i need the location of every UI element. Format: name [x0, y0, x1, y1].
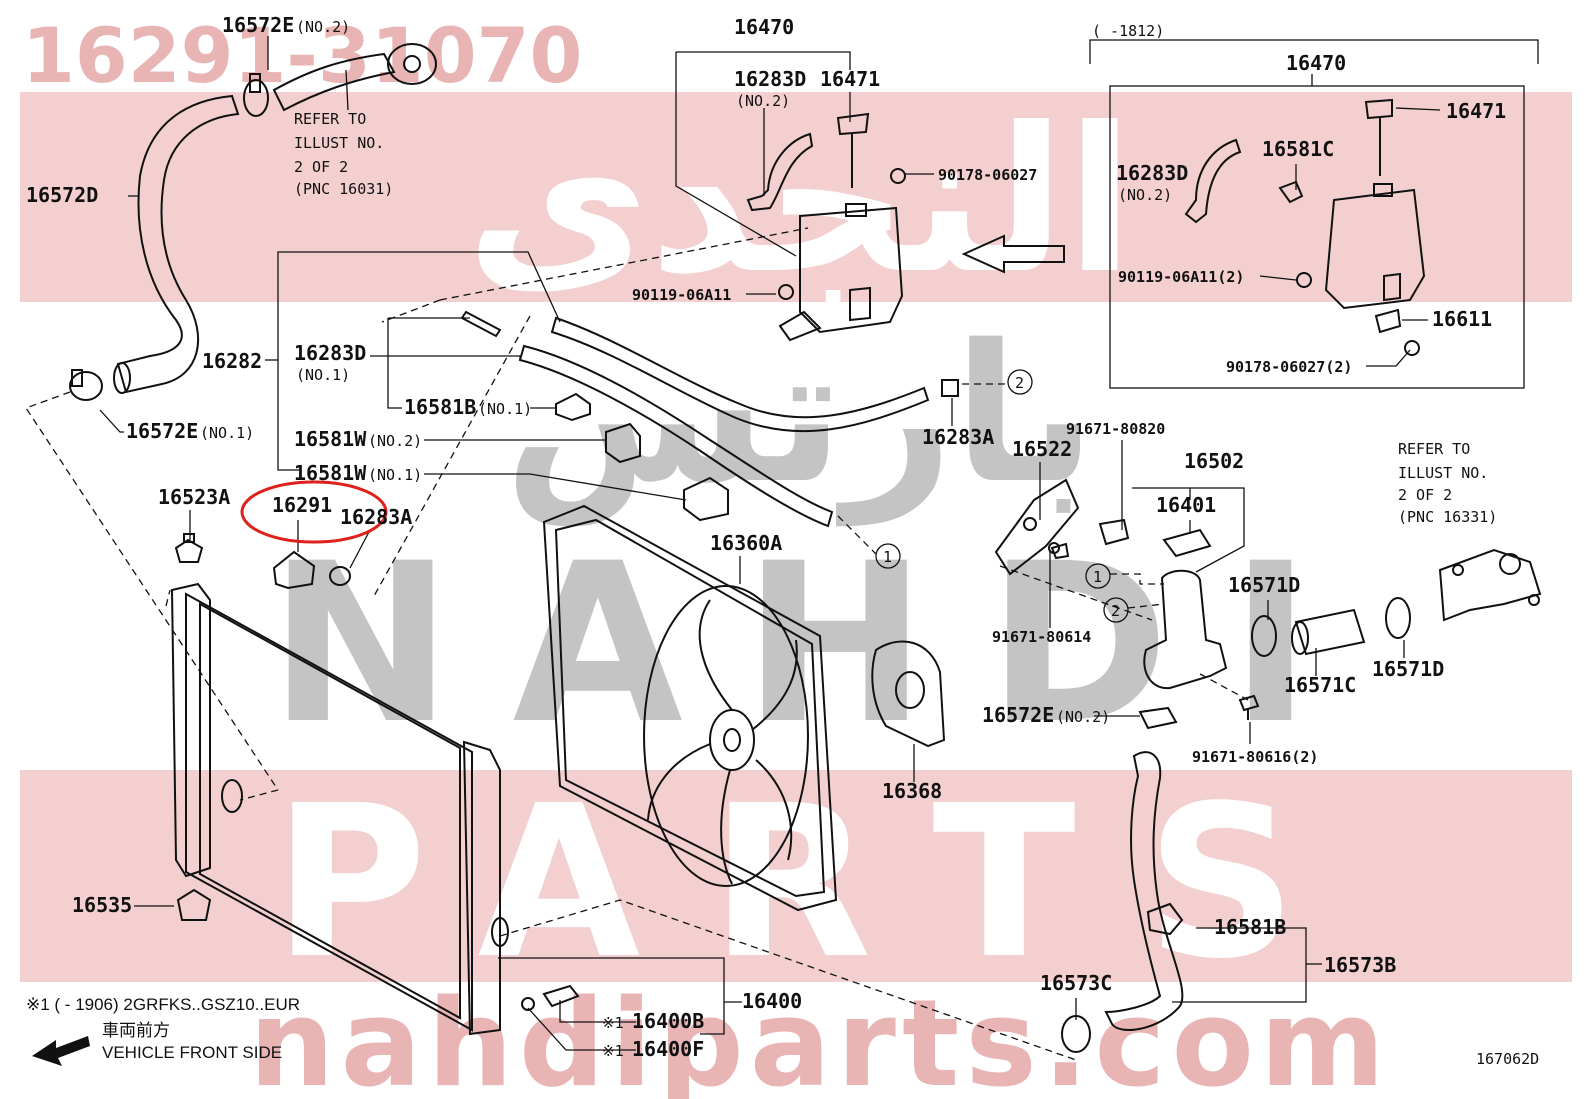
radiator [185, 592, 473, 1032]
label-90119-right: 90119-06A11(2) [1118, 268, 1244, 286]
label-16400F: 16400F [632, 1037, 704, 1061]
label-90178-mid: 90178-06027 [938, 166, 1037, 184]
label-refer2-b: ILLUST NO. [1398, 464, 1488, 482]
label-16573B: 16573B [1324, 953, 1396, 977]
label-16581W-no1-sub: (NO.1) [368, 466, 422, 484]
label-16400B: 16400B [632, 1009, 704, 1033]
label-16360A: 16360A [710, 531, 782, 555]
label-refer1-a: REFER TO [294, 110, 366, 128]
label-16572D: 16572D [26, 183, 98, 207]
label-91671-80614: 91671-80614 [992, 628, 1091, 646]
front-arrow-icon [32, 1036, 90, 1066]
label-refer2-c: 2 OF 2 [1398, 486, 1452, 504]
label-16581C: 16581C [1262, 137, 1334, 161]
hose-16291 [272, 550, 316, 590]
footnote: ※1 ( - 1906) 2GRFKS..GSZ10..EUR [26, 995, 300, 1014]
label-91671-80616: 91671-80616(2) [1192, 748, 1318, 766]
circled-refs [875, 369, 1129, 623]
fan [643, 585, 809, 887]
label-refer1-c: 2 OF 2 [294, 158, 348, 176]
label-91671-80820: 91671-80820 [1066, 420, 1165, 438]
label-16291: 16291 [272, 493, 332, 517]
coolant-reservoir [799, 206, 904, 334]
label-16572E-no2b: 16572E [982, 703, 1054, 727]
label-16581B-bottom: 16581B [1214, 915, 1286, 939]
watermark-band-top [20, 92, 1572, 302]
label-16581B-no1: 16581B [404, 395, 476, 419]
label-16283D-mid: 16283D [734, 67, 806, 91]
label-16470-right: 16470 [1286, 51, 1346, 75]
variant-arrow [961, 234, 1065, 274]
diagram-id: 167062D [1476, 1050, 1539, 1068]
label-mark2: ※1 [602, 1042, 624, 1060]
label-16283A-right: 16283A [922, 425, 994, 449]
watermark-arabic-middle: بارتس [504, 304, 1096, 527]
label-16400: 16400 [742, 989, 802, 1013]
label-16523A: 16523A [158, 485, 230, 509]
label-90178-right: 90178-06027(2) [1226, 358, 1352, 376]
label-16573C: 16573C [1040, 971, 1112, 995]
label-16571D-2: 16571D [1372, 657, 1444, 681]
label-16572E-no1: 16572E [126, 419, 198, 443]
highlight-ring [240, 480, 388, 544]
label-90119-mid: 90119-06A11 [632, 286, 731, 304]
label-16581W-no1: 16581W [294, 461, 367, 485]
label-16471-mid: 16471 [820, 67, 880, 91]
upper-radiator-hose [116, 94, 240, 394]
label-front-jp: 車両前方 [102, 1021, 170, 1040]
label-refer2-d: (PNC 16331) [1398, 508, 1497, 526]
circle-ref-2b: 2 [1111, 602, 1120, 620]
lower-radiator-hose [1104, 751, 1184, 1031]
label-16581W-no2: 16581W [294, 427, 367, 451]
label-16283D-right: 16283D [1116, 161, 1188, 185]
label-range-right: ( -1812) [1092, 22, 1164, 40]
label-front-en: VEHICLE FRONT SIDE [102, 1043, 282, 1062]
label-16572E-no1-sub: (NO.1) [200, 424, 254, 442]
label-16283A-left: 16283A [340, 505, 412, 529]
fan-shroud [542, 504, 838, 912]
label-16581B-no1-sub: (NO.1) [478, 400, 532, 418]
label-16522: 16522 [1012, 437, 1072, 461]
label-16572E-top: 16572E [222, 13, 294, 37]
circle-ref-1a: 2 [1015, 374, 1024, 392]
label-16282: 16282 [202, 349, 262, 373]
label-16283D-no1-sub: (NO.1) [296, 366, 350, 384]
circle-ref-1b: 1 [1093, 568, 1102, 586]
label-16368: 16368 [882, 779, 942, 803]
labels: 16572E (NO.2) REFER TO ILLUST NO. 2 OF 2… [26, 13, 1539, 1068]
label-16572E-no2b-sub: (NO.2) [1056, 708, 1110, 726]
label-16581W-no2-sub: (NO.2) [368, 432, 422, 450]
label-16535: 16535 [72, 893, 132, 917]
label-16611: 16611 [1432, 307, 1492, 331]
watermark-band-bottom [20, 770, 1572, 982]
label-16571C: 16571C [1284, 673, 1356, 697]
watermark: 16291-31070 النجدي بارتس NAHDI PARTS nah… [20, 11, 1572, 1099]
dashed-lines [25, 227, 1249, 1061]
circle-ref-2a: 1 [883, 548, 892, 566]
label-16471-right: 16471 [1446, 99, 1506, 123]
label-16572E-top-sub: (NO.2) [296, 18, 350, 36]
watermark-site: nahdiparts.com [249, 975, 1391, 1099]
label-refer1-d: (PNC 16031) [294, 180, 393, 198]
label-16470-mid: 16470 [734, 15, 794, 39]
label-16283D-mid-sub: (NO.2) [736, 92, 790, 110]
label-refer2-a: REFER TO [1398, 440, 1470, 458]
water-outlet [1143, 569, 1228, 690]
bypass-hose [1294, 608, 1366, 656]
label-16571D-1: 16571D [1228, 573, 1300, 597]
label-16502: 16502 [1184, 449, 1244, 473]
label-16283D-no1: 16283D [294, 341, 366, 365]
label-16283D-right-sub: (NO.2) [1118, 186, 1172, 204]
watermark-part-number: 16291-31070 [22, 11, 582, 100]
label-16401: 16401 [1156, 493, 1216, 517]
label-mark1: ※1 [602, 1014, 624, 1032]
part-sketches [69, 43, 1542, 1053]
label-refer1-b: ILLUST NO. [294, 134, 384, 152]
